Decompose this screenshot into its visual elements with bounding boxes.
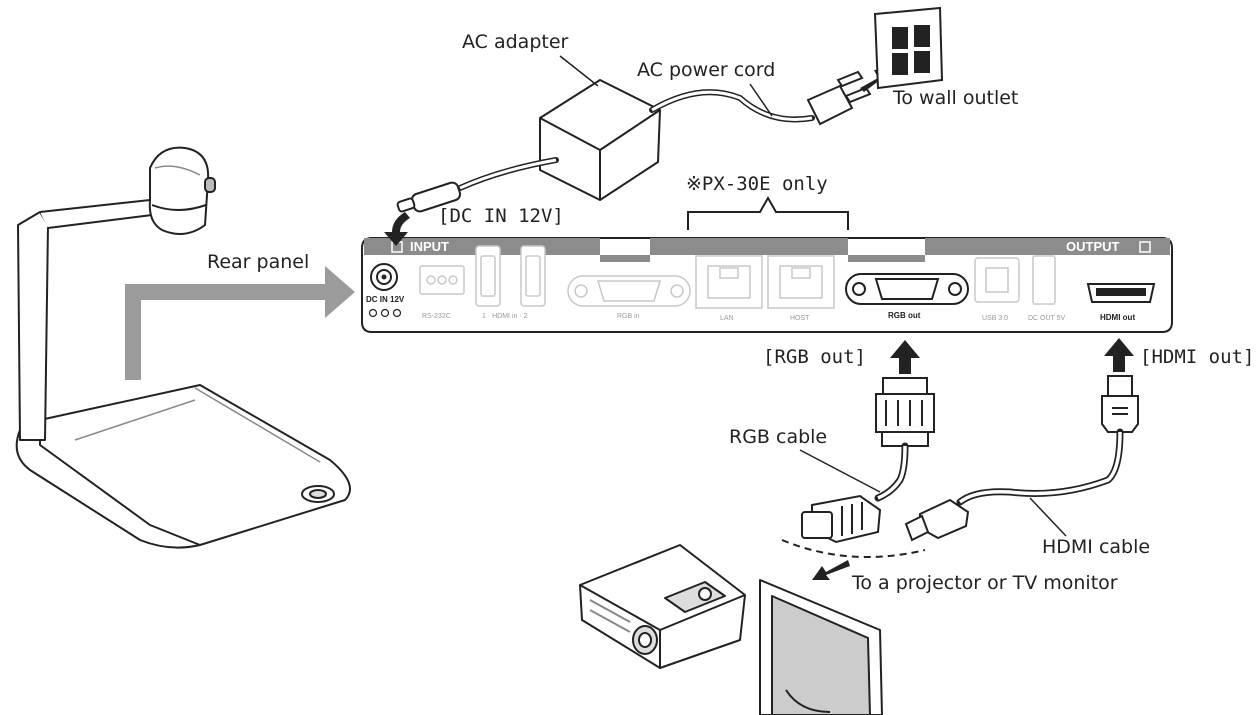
rgb-out-label: [RGB out]	[763, 346, 866, 368]
rgb-out-port	[845, 273, 969, 305]
ac-adapter-label: AC adapter	[462, 31, 569, 53]
ac-adapter-leader	[559, 55, 599, 87]
dc-in-small-label: DC IN 12V	[366, 295, 405, 304]
rgb-out-panel-label: RGB out	[888, 311, 921, 320]
rear-panel-label: Rear panel	[207, 251, 309, 273]
dc-in-port: DC IN 12V	[366, 263, 405, 318]
usb-port	[974, 257, 1020, 303]
rgb-in-label: RGB in	[617, 313, 640, 320]
hdmi-in-label: 1 · HDMI in · 2	[482, 313, 528, 320]
rgb-in-port	[567, 275, 691, 307]
ac-power-cord-label: AC power cord	[637, 59, 775, 81]
wall-outlet	[873, 6, 944, 90]
ac-power-cord-leader	[749, 83, 773, 117]
rear-panel-arrow	[125, 266, 355, 380]
rgb-cable-leader	[799, 449, 881, 493]
dc-out-port	[1032, 255, 1056, 305]
document-camera	[15, 146, 351, 549]
ac-plug	[806, 70, 872, 126]
dc-plug	[396, 181, 462, 213]
hdmi-out-arrow	[1104, 338, 1134, 372]
rgb-connector-lower	[801, 494, 882, 544]
panel-output-label: OUTPUT	[1066, 239, 1120, 254]
panel-input-label: INPUT	[410, 239, 449, 254]
rgb-connector-upper	[875, 377, 935, 447]
dc-out-label: DC OUT 5V	[1028, 315, 1066, 322]
px30e-only-label: ※PX-30E only	[686, 173, 828, 195]
host-port	[767, 255, 835, 309]
to-device-dashed	[781, 539, 926, 559]
usb-label: USB 3.0	[982, 315, 1008, 322]
dc-in-arrow	[384, 212, 410, 246]
rs232c-port	[419, 265, 465, 295]
rgb-out-arrow	[890, 340, 920, 374]
hdmi-out-panel-label: HDMI out	[1100, 313, 1135, 322]
ac-adapter	[539, 79, 661, 201]
rear-panel: INPUT OUTPUT DC IN 12V RS-232C 1 · HDMI	[361, 237, 1173, 333]
lan-label: LAN	[720, 315, 734, 322]
hdmi-connector-upper	[1101, 375, 1139, 433]
hdmi-cable-label: HDMI cable	[1042, 536, 1150, 558]
px30e-brace	[687, 195, 849, 230]
hdmi-connector-lower	[904, 498, 970, 542]
output-icon	[1139, 241, 1151, 253]
lan-port	[695, 255, 763, 309]
to-projector-label: To a projector or TV monitor	[851, 572, 1118, 594]
hdmi-out-label: [HDMI out]	[1140, 346, 1254, 368]
hdmi-in-ports	[475, 245, 546, 307]
rs232c-label: RS-232C	[422, 313, 451, 320]
to-wall-outlet-label: To wall outlet	[892, 87, 1018, 109]
host-label: HOST	[790, 315, 810, 322]
projector	[579, 544, 746, 669]
rgb-cable-label: RGB cable	[729, 426, 827, 448]
hdmi-cable-leader	[1029, 497, 1067, 537]
to-device-arrow	[812, 560, 850, 580]
tv-monitor	[759, 579, 883, 715]
dc-in-label: [DC IN 12V]	[438, 205, 564, 227]
hdmi-out-port	[1086, 283, 1156, 303]
